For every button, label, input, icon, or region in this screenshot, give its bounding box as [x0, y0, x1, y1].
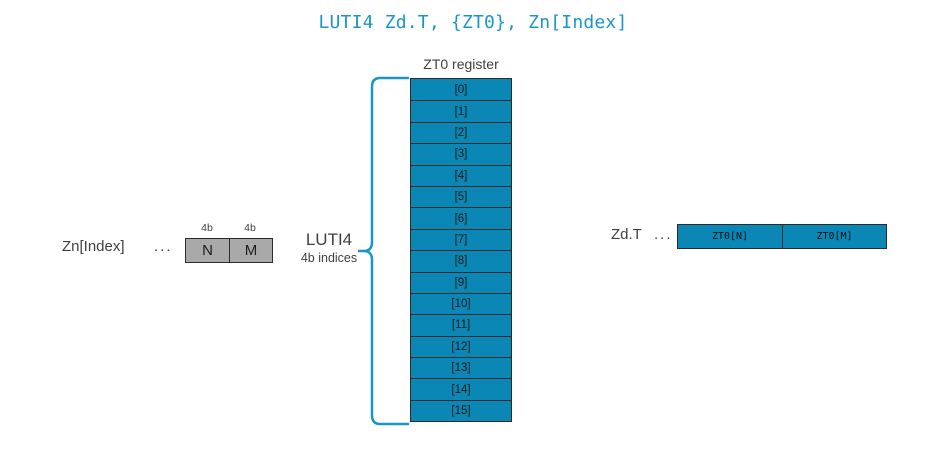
zn-lane-n: N	[186, 239, 229, 262]
bitwidth-label-m: 4b	[244, 222, 256, 234]
zt0-cell: [2]	[411, 121, 511, 144]
zt0-cell: [4]	[411, 164, 511, 186]
instruction-title: LUTI4 Zd.T, {ZT0}, Zn[Index]	[318, 12, 628, 33]
zd-lane-zt0-n: ZT0[N]	[678, 225, 782, 248]
luti4-operation-name: LUTI4	[305, 230, 353, 249]
zt0-cell: [13]	[411, 357, 511, 379]
zt0-cell: [14]	[411, 378, 511, 400]
luti4-annotation: LUTI4 4b indices	[292, 230, 366, 266]
zn-index-label: Zn[Index]	[62, 238, 125, 255]
zd-t-label: Zd.T	[611, 226, 642, 243]
zt0-cell: [8]	[411, 250, 511, 272]
bitwidth-label-n: 4b	[201, 222, 213, 234]
zt0-cell: [3]	[411, 143, 511, 165]
zt0-cell: [10]	[411, 292, 511, 315]
zt0-cell: [12]	[411, 335, 511, 358]
zt0-register-label: ZT0 register	[423, 56, 499, 72]
zd-lane-zt0-m: ZT0[M]	[782, 225, 886, 248]
curly-brace-icon	[358, 76, 410, 426]
zd-t-lanes: ZT0[N] ZT0[M]	[677, 224, 887, 249]
zn-index-ellipsis: ...	[154, 238, 173, 255]
zn-index-lanes: N M	[185, 238, 273, 263]
zt0-cell: [11]	[411, 314, 511, 336]
zt0-cell: [0]	[411, 79, 511, 101]
zt0-cell: [15]	[411, 399, 511, 422]
zt0-cell: [9]	[411, 271, 511, 293]
zt0-cell: [1]	[411, 100, 511, 122]
zd-t-ellipsis: ...	[654, 226, 673, 243]
zt0-register-table: [0] [1] [2] [3] [4] [5] [6] [7] [8] [9] …	[410, 78, 512, 423]
zt0-cell: [7]	[411, 228, 511, 251]
zt0-cell: [5]	[411, 185, 511, 208]
zn-lane-m: M	[229, 239, 272, 262]
zt0-cell: [6]	[411, 207, 511, 229]
luti4-operation-subtitle: 4b indices	[300, 251, 358, 265]
